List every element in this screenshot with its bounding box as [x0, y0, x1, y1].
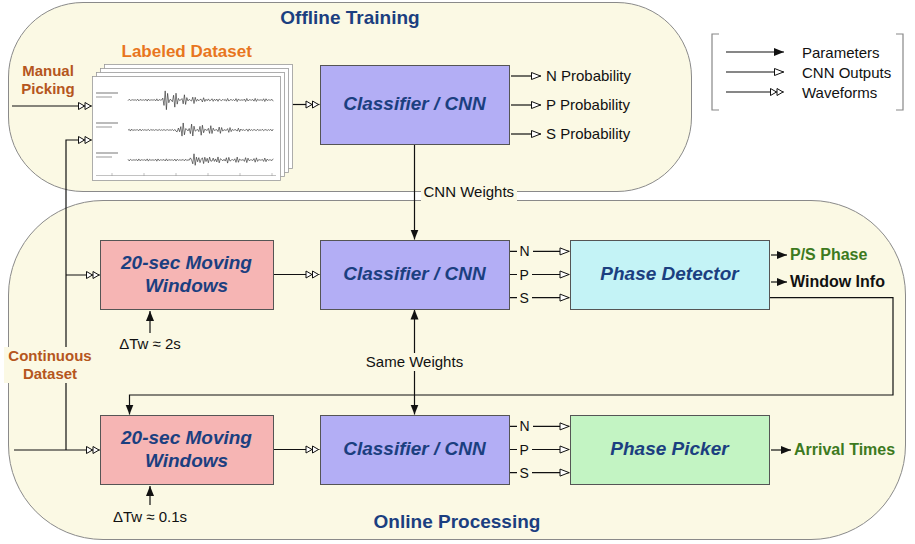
connector	[510, 297, 570, 298]
output-arrow	[511, 133, 541, 134]
result-label: P/S Phase	[790, 245, 867, 264]
continuous-input-line	[14, 449, 100, 450]
result-label: Window Info	[790, 272, 885, 291]
connector-label: CNN Weights	[421, 183, 518, 201]
continuous-to-dataset-line	[66, 140, 92, 450]
output-arrow	[511, 104, 541, 105]
legend-bracket	[896, 34, 903, 110]
band-title: Online Processing	[374, 511, 541, 533]
connector-label: S	[517, 289, 532, 306]
output-arrow	[771, 281, 787, 282]
legend-text: CNN Outputs	[802, 64, 891, 81]
connector	[510, 251, 570, 252]
connector-label: Same Weights	[363, 353, 466, 371]
manual-picking-arrow	[12, 105, 92, 106]
input-label: Manual Picking	[8, 62, 88, 98]
window-box: 20-sec Moving Windows	[100, 415, 274, 485]
connector-label: N	[517, 243, 533, 260]
connector-label: P	[517, 441, 532, 458]
connector	[414, 145, 415, 240]
legend-row: CNN Outputs	[722, 62, 891, 82]
connector	[293, 104, 320, 105]
output-label: P Probability	[546, 96, 630, 114]
box-label: Classifier / CNN	[337, 438, 492, 461]
connector	[274, 449, 320, 450]
box-label: Phase Detector	[594, 263, 744, 286]
legend-text: Parameters	[802, 44, 880, 61]
box-label: 20-sec Moving Windows	[101, 252, 273, 298]
cnn-box: Classifier / CNN	[320, 65, 510, 145]
seismogram-stack	[92, 42, 293, 184]
step-label: ΔTw ≈ 0.1s	[113, 508, 187, 526]
legend-sample	[722, 46, 794, 58]
connector-label: S	[517, 464, 532, 481]
box-label: Classifier / CNN	[337, 93, 492, 116]
step-label: ΔTw ≈ 2s	[119, 335, 181, 353]
legend-row: Parameters	[722, 42, 891, 62]
cnn-box: Classifier / CNN	[320, 240, 510, 310]
cnn-box: Classifier / CNN	[320, 415, 510, 485]
dataset-label: Labeled Dataset	[92, 42, 293, 62]
output-arrow	[771, 254, 787, 255]
result-label: Arrival Times	[794, 440, 895, 459]
detector-box: Phase Detector	[570, 240, 770, 310]
output-label: S Probability	[546, 125, 630, 143]
legend-bracket	[712, 34, 719, 110]
output-arrow	[771, 449, 791, 450]
output-arrow	[511, 75, 541, 76]
step-arrow	[149, 311, 150, 333]
connector	[510, 472, 570, 473]
legend-sample	[722, 66, 794, 78]
connector	[130, 298, 894, 415]
connector	[274, 274, 320, 275]
legend: ParametersCNN OutputsWaveforms	[722, 42, 891, 102]
box-label: Classifier / CNN	[337, 263, 492, 286]
connector	[510, 274, 570, 275]
legend-sample	[722, 86, 794, 98]
labeled-dataset: Labeled Dataset	[92, 42, 293, 184]
input-label: Continuous Dataset	[4, 347, 96, 383]
box-label: 20-sec Moving Windows	[101, 427, 273, 473]
step-arrow	[149, 486, 150, 505]
connector	[510, 449, 570, 450]
connector-label: P	[517, 266, 532, 283]
legend-row: Waveforms	[722, 82, 891, 102]
window-box: 20-sec Moving Windows	[100, 240, 274, 310]
connector	[510, 426, 570, 427]
connector	[414, 310, 415, 415]
band-title: Offline Training	[280, 7, 419, 29]
output-label: N Probability	[546, 67, 631, 85]
legend-text: Waveforms	[802, 84, 877, 101]
continuous-to-window-line	[66, 274, 100, 275]
picker-box: Phase Picker	[570, 415, 770, 485]
box-label: Phase Picker	[604, 438, 734, 461]
connector-label: N	[517, 418, 533, 435]
